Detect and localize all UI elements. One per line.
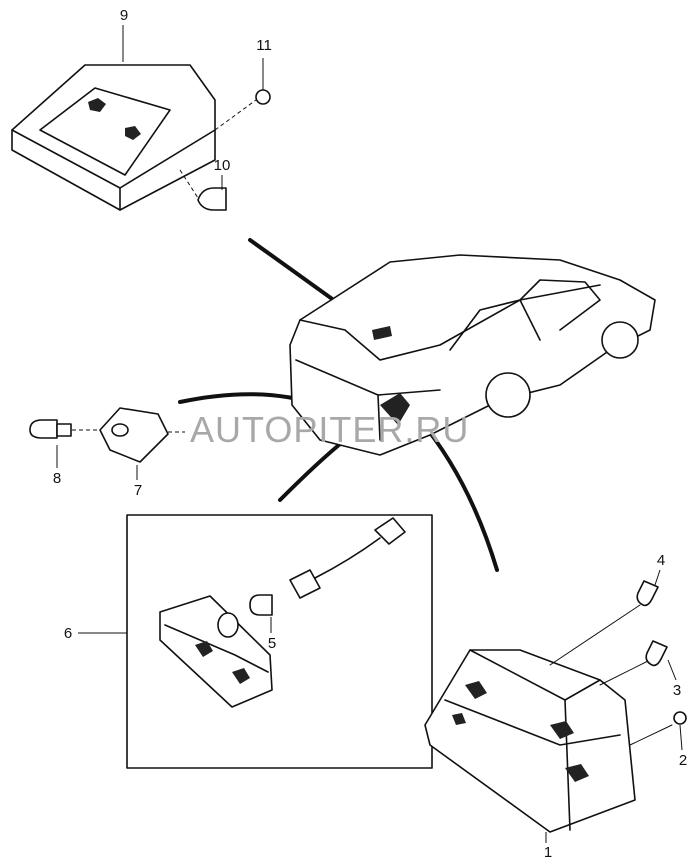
nut-11 bbox=[214, 58, 271, 131]
socket-7 bbox=[99, 407, 185, 480]
bulb-10 bbox=[179, 169, 227, 211]
callout-7: 7 bbox=[133, 482, 143, 499]
rear-combination-lamp bbox=[424, 604, 673, 843]
callout-5: 5 bbox=[267, 635, 277, 652]
watermark: AUTOPITER.RU bbox=[190, 409, 470, 450]
callout-10: 10 bbox=[213, 157, 231, 174]
side-marker-assembly bbox=[78, 514, 433, 769]
bulb-4 bbox=[636, 569, 661, 607]
callout-3: 3 bbox=[672, 682, 682, 699]
callout-2: 2 bbox=[678, 752, 688, 769]
callout-11: 11 bbox=[256, 37, 272, 54]
high-mount-stop-lamp bbox=[11, 25, 216, 211]
callout-1: 1 bbox=[543, 844, 553, 861]
bulb-8 bbox=[29, 419, 100, 468]
car-sedan bbox=[289, 254, 656, 456]
callout-4: 4 bbox=[656, 552, 666, 569]
callout-6: 6 bbox=[63, 625, 73, 642]
callout-9: 9 bbox=[119, 7, 129, 24]
bulb-3 bbox=[645, 640, 677, 681]
nut-2 bbox=[673, 711, 687, 751]
callout-8: 8 bbox=[52, 470, 62, 487]
